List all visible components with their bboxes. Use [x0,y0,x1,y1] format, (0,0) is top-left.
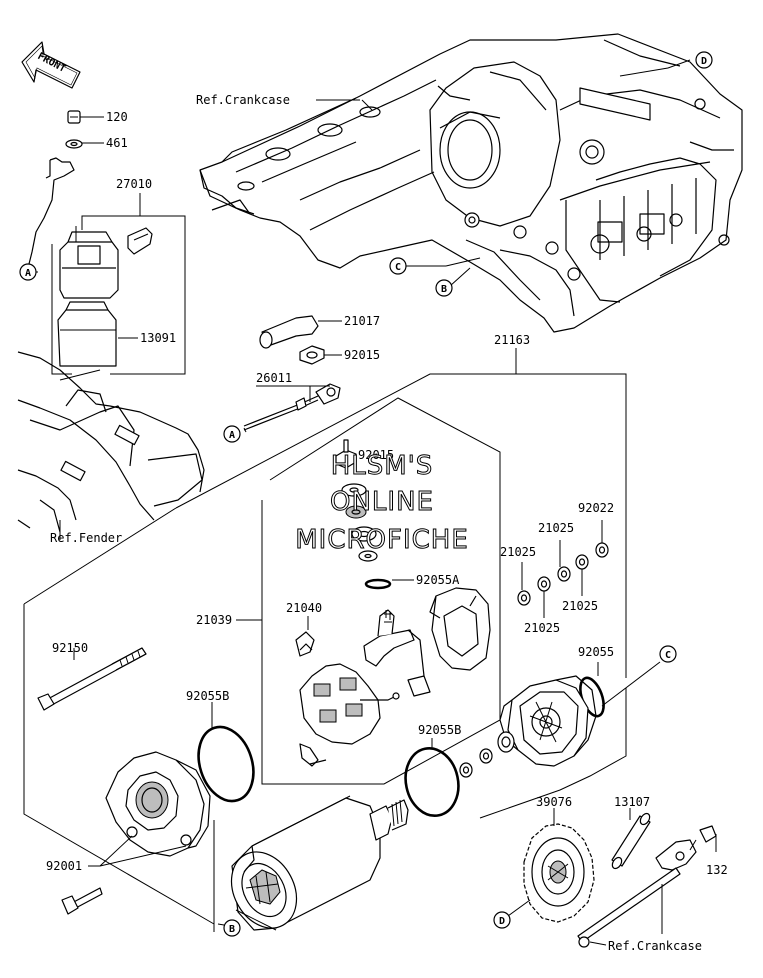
shaft-13107 [611,808,651,870]
part-120-label: 120 [106,110,128,124]
svg-text:B: B [229,924,235,935]
part-39076-label: 39076 [536,795,572,809]
relay-box-27010 [51,193,186,375]
part-26011-label: 26011 [256,371,292,385]
part-92001-label: 92001 [46,859,82,873]
svg-text:A: A [229,430,235,441]
watermark: HLSM'S ONLINE MICROFICHE [295,451,469,556]
bolt-120 [67,110,104,124]
oring-92055B-left [197,702,255,803]
watermark-line-3: MICROFICHE [295,525,469,555]
part-13091-label: 13091 [140,331,176,345]
part-92055B-left-label: 92055B [186,689,229,703]
part-21025-b-label: 21025 [500,545,536,559]
fender-structure [17,351,205,533]
callout-D-top: D [695,51,713,69]
ref-crankcase-top-label: Ref.Crankcase [196,93,290,107]
washers-stack [517,520,609,618]
part-13107-label: 13107 [614,795,650,809]
svg-text:D: D [499,916,505,927]
svg-text:A: A [25,268,31,279]
callout-B-bottom: B [223,919,241,937]
watermark-line-1: HLSM'S [331,451,434,481]
part-21163-label: 21163 [494,333,530,347]
bolt-92001 [61,835,187,915]
brush-holder [363,609,431,697]
part-21017-label: 21017 [344,314,380,328]
part-92055A-label: 92055A [416,573,460,587]
ref-crankcase-bottom-label: Ref.Crankcase [608,939,702,953]
nut-92015-upper [299,345,342,365]
svg-text:C: C [395,262,401,273]
front-cover-left [105,751,211,857]
callout-D-bottom: D [493,911,511,929]
end-cover-inner [429,587,491,671]
part-92022-label: 92022 [578,501,614,515]
callout-B-top: B [435,279,453,297]
part-461-label: 461 [106,136,128,150]
part-92150-label: 92150 [52,641,88,655]
part-92055-label: 92055 [578,645,614,659]
svg-text:D: D [701,56,707,67]
boot-21017 [259,315,342,349]
small-washers-mid [459,731,515,778]
part-21025-d-label: 21025 [524,621,560,635]
callout-C-right: C [659,645,677,663]
part-92015-lower-label: 92015 [358,448,394,462]
cable-26011 [243,383,341,431]
starter-assembly-box [23,348,627,932]
gear-39076 [523,808,595,923]
ref-fender-label: Ref.Fender [50,531,122,545]
part-21040-label: 21040 [286,601,322,615]
part-21025-a-label: 21025 [538,521,574,535]
bracket-132 [577,825,717,948]
front-arrow-icon: FRONT [21,41,81,89]
part-21039-label: 21039 [196,613,232,627]
part-21025-c-label: 21025 [562,599,598,613]
callout-A-left: A [19,263,37,281]
crankcase [199,33,743,333]
washer-461 [65,139,104,149]
part-27010-label: 27010 [116,177,152,191]
oring-92055B-mid [404,738,460,817]
part-92055B-mid-label: 92055B [418,723,461,737]
callout-A-mid: A [223,425,241,443]
part-132-label: 132 [706,863,728,877]
bolt-92150 [37,647,147,711]
svg-text:B: B [441,284,447,295]
brush-plate [295,616,400,767]
svg-text:C: C [665,650,671,661]
terminal-stack [335,439,414,590]
starter-motor [230,795,409,931]
part-92015-upper-label: 92015 [344,348,380,362]
watermark-line-2: ONLINE [330,487,434,517]
callout-C-top: C [389,257,407,275]
